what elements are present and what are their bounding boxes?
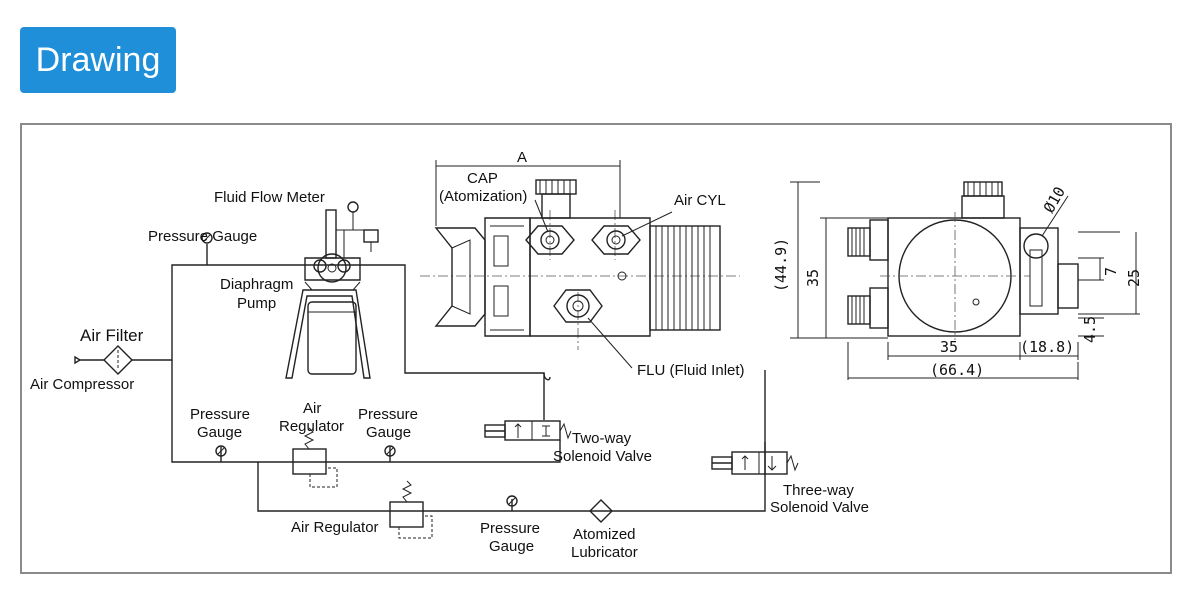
pressure-gauge-right	[384, 445, 396, 457]
dim-66-4: (66.4)	[930, 361, 984, 379]
dim-25: 25	[1125, 269, 1143, 287]
label-diaphragm: Diaphragm	[220, 276, 293, 293]
label-gauge-bottom: Gauge	[489, 538, 534, 555]
fluid-flow-meter	[325, 201, 379, 259]
air-filter-symbol	[74, 345, 133, 375]
label-pressure-left: Pressure	[190, 406, 250, 423]
atomized-lubricator-symbol	[589, 499, 613, 523]
label-three-way: Three-way	[783, 482, 854, 499]
piping-lines	[132, 244, 766, 512]
pressure-gauge-top	[201, 232, 213, 244]
label-cap: CAP	[467, 170, 498, 187]
air-regulator-upper	[292, 427, 338, 488]
label-gauge-right: Gauge	[366, 424, 411, 441]
drawing-frame	[20, 123, 1172, 574]
valve-side-view	[420, 160, 740, 369]
label-dimension-a: A	[517, 149, 527, 166]
label-air-filter: Air Filter	[80, 326, 144, 345]
label-pressure-right: Pressure	[358, 406, 418, 423]
label-air-compressor: Air Compressor	[30, 376, 134, 393]
label-atomized: Atomized	[573, 526, 636, 543]
label-two-way-solenoid: Solenoid Valve	[553, 448, 652, 465]
dim-35-vertical: 35	[804, 269, 822, 287]
section-header: Drawing	[20, 27, 176, 93]
label-atomization: (Atomization)	[439, 188, 527, 205]
dim-7: 7	[1102, 267, 1120, 276]
dim-35-horizontal: 35	[940, 338, 958, 356]
label-regulator-upper: Regulator	[279, 418, 344, 435]
dim-4-5: 4.5	[1081, 316, 1099, 343]
diaphragm-pump	[285, 253, 371, 379]
label-pressure-gauge-top: Pressure Gauge	[148, 228, 257, 245]
label-flu: FLU (Fluid Inlet)	[637, 362, 745, 379]
label-three-way-solenoid: Solenoid Valve	[770, 499, 869, 516]
section-title: Drawing	[35, 41, 161, 79]
pressure-gauge-bottom	[506, 495, 518, 507]
valve-end-view	[790, 181, 1140, 380]
label-air-regulator-lower: Air Regulator	[291, 519, 379, 536]
label-air-cyl: Air CYL	[674, 192, 726, 209]
label-two-way: Two-way	[572, 430, 632, 447]
label-gauge-left: Gauge	[197, 424, 242, 441]
label-pressure-bottom: Pressure	[480, 520, 540, 537]
pressure-gauge-left	[215, 445, 227, 457]
label-fluid-flow-meter: Fluid Flow Meter	[214, 189, 325, 206]
two-way-solenoid-valve	[484, 420, 572, 441]
air-regulator-lower	[389, 480, 433, 539]
dim-18-8: (18.8)	[1020, 338, 1074, 356]
label-air-upper: Air	[303, 400, 321, 417]
dim-phi-10: Ø10	[1040, 184, 1069, 216]
label-lubricator: Lubricator	[571, 544, 638, 561]
dim-44-9: (44.9)	[772, 238, 790, 292]
label-pump: Pump	[237, 295, 276, 312]
three-way-solenoid-valve	[711, 451, 799, 475]
